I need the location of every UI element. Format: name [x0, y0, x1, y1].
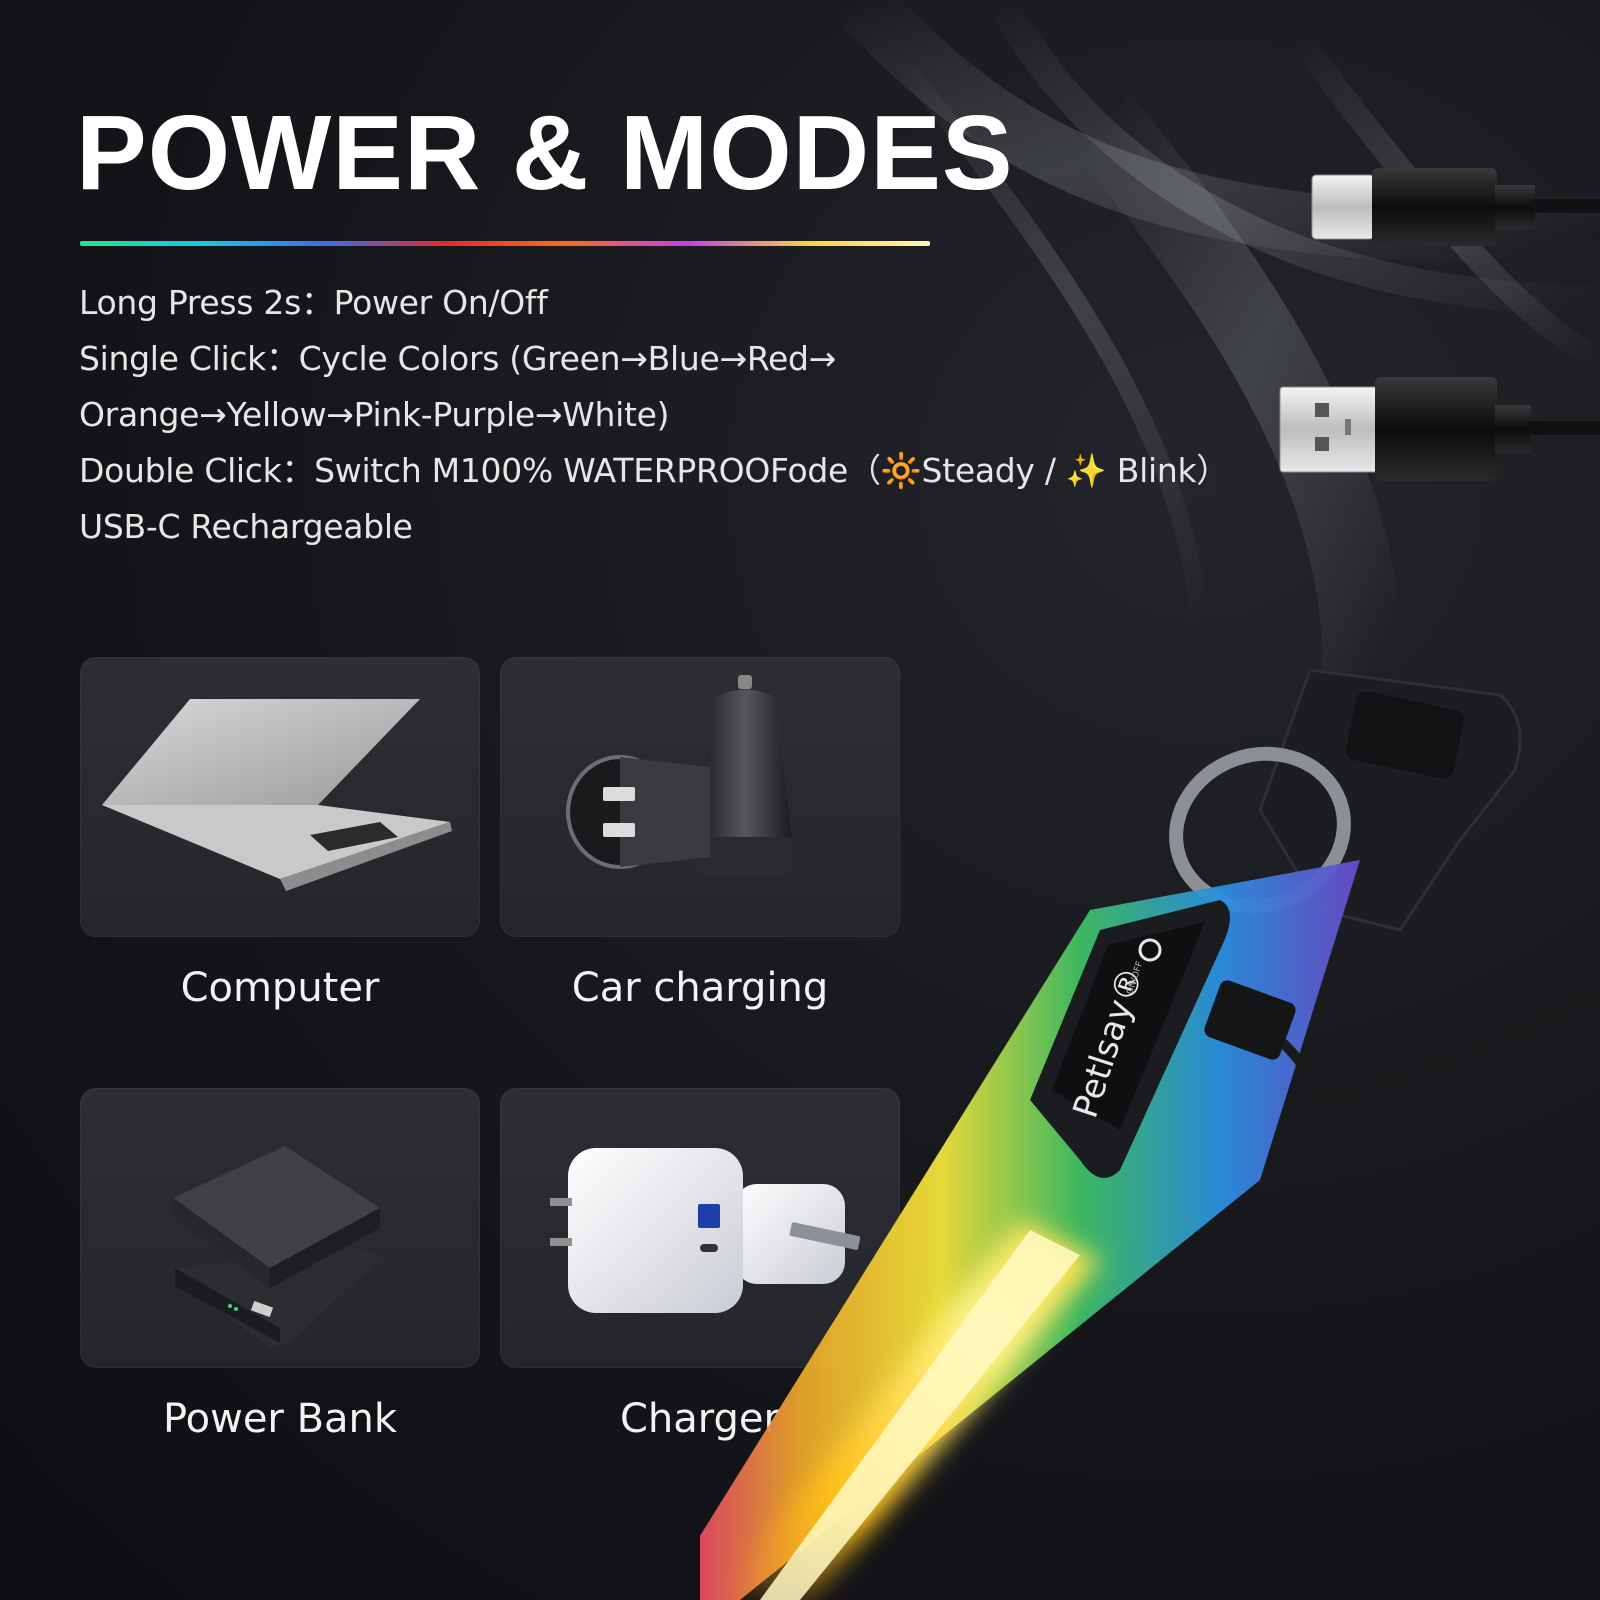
car-charging-label: Car charging: [571, 965, 829, 1011]
usb-c-plug-icon: [1311, 168, 1600, 246]
mode-line-power: Long Press 2s：Power On/Off: [79, 283, 548, 322]
charger-label: Charger: [620, 1396, 780, 1442]
rainbow-divider: [80, 241, 930, 246]
car-charging-tile: [500, 657, 900, 937]
laptop-icon: [102, 699, 452, 891]
computer-label: Computer: [180, 965, 380, 1011]
power-button-icon: [1138, 938, 1162, 962]
power-bank-icon: [173, 1146, 380, 1348]
mode-line-usb-c: USB-C Rechargeable: [79, 507, 413, 546]
mode-line-single-click-cont: Orange→Yellow→Pink-Purple→White): [79, 395, 670, 434]
page-title: POWER & MODES: [76, 94, 1014, 212]
wall-charger-icon: [550, 1148, 861, 1313]
mode-line-double-click: Double Click：Switch M100% WATERPROOFode（…: [79, 451, 1230, 490]
computer-tile: [80, 657, 480, 937]
power-bank-label: Power Bank: [162, 1396, 398, 1442]
mode-instructions: Long Press 2s：Power On/Off Single Click：…: [79, 275, 1279, 555]
charger-tile: [500, 1088, 900, 1368]
usb-a-plug-icon: [1279, 377, 1600, 481]
car-charger-icon: [566, 675, 792, 877]
led-collar-image: Petlsay® ON/OFF: [700, 668, 1600, 1600]
mode-line-single-click: Single Click：Cycle Colors (Green→Blue→Re…: [79, 339, 836, 378]
power-bank-tile: [80, 1088, 480, 1368]
